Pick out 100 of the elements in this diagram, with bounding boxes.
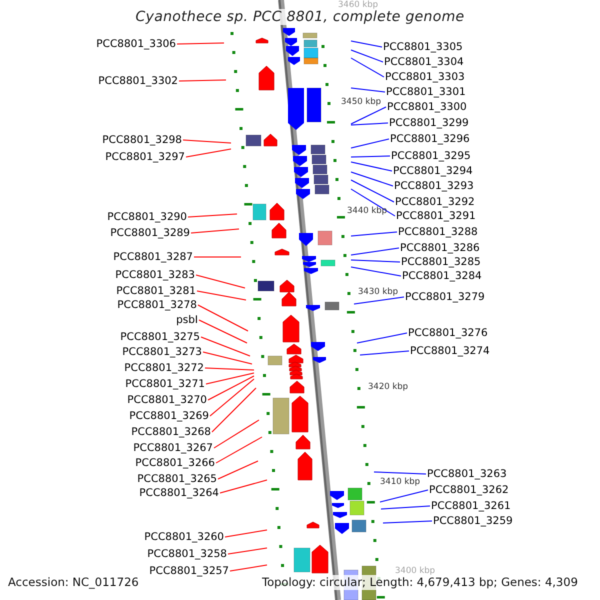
gene-label: PCC8801_3268 xyxy=(131,426,211,438)
leader-line xyxy=(350,58,384,78)
gene-label: PCC8801_3283 xyxy=(115,268,195,282)
gene-label: PCC8801_3298 xyxy=(102,134,182,146)
gene-label: PCC8801_3292 xyxy=(395,196,475,208)
leader-line xyxy=(350,172,394,186)
gene-label: PCC8801_3271 xyxy=(125,378,205,390)
gene-label: PCC8801_3291 xyxy=(396,210,476,222)
gene-label: PCC8801_3287 xyxy=(113,250,193,264)
leader-line xyxy=(350,188,396,216)
scale-label: 3460 kbp xyxy=(338,0,378,10)
leader-line xyxy=(350,122,388,126)
leader-line xyxy=(354,296,404,304)
leader-line xyxy=(350,40,382,48)
leader-line xyxy=(198,304,248,332)
gene-label: PCC8801_3288 xyxy=(398,226,478,238)
gene-label: PCC8801_3257 xyxy=(149,564,229,578)
gene-label: PCC8801_3276 xyxy=(408,326,488,340)
leader-line xyxy=(178,80,226,82)
gene-label: PCC8801_3272 xyxy=(124,362,204,374)
leader-line xyxy=(380,506,430,510)
leader-line xyxy=(212,388,256,432)
gene-label: PCC8801_3304 xyxy=(384,56,464,68)
gene-label: PCC8801_3305 xyxy=(383,40,463,54)
gene-label: PCC8801_3265 xyxy=(137,472,217,486)
gene-label: PCC8801_3262 xyxy=(429,484,509,496)
leader-line xyxy=(224,530,268,538)
gene-label: PCC8801_3263 xyxy=(427,468,507,480)
leader-line xyxy=(228,548,268,554)
gene-label: PCC8801_3279 xyxy=(405,290,485,304)
gene-label: PCC8801_3290 xyxy=(107,210,187,224)
leader-line xyxy=(194,256,242,258)
leader-line xyxy=(206,372,254,384)
gene-label: PCC8801_3273 xyxy=(122,346,202,358)
leader-line xyxy=(230,564,268,572)
gene-label: PCC8801_3284 xyxy=(402,270,482,282)
leader-line xyxy=(216,436,262,464)
leader-line xyxy=(350,138,390,148)
leader-line xyxy=(374,472,426,474)
gene-label: PCC8801_3299 xyxy=(389,116,469,130)
scale-label: 3400 kbp xyxy=(395,566,436,576)
gene-label: PCC8801_3259 xyxy=(433,514,513,528)
leader-line xyxy=(350,156,390,158)
leader-line xyxy=(350,180,394,202)
gene-label: psbI xyxy=(176,314,198,326)
gene-label: PCC8801_3261 xyxy=(431,500,511,512)
gene-label: PCC8801_3258 xyxy=(147,548,227,560)
leader-line xyxy=(350,50,384,62)
leader-line xyxy=(380,490,428,502)
leader-line xyxy=(204,368,254,370)
gene-label: PCC8801_3275 xyxy=(120,330,200,344)
gene-label: PCC8801_3269 xyxy=(129,410,209,422)
leader-line xyxy=(200,336,250,356)
leader-line xyxy=(350,260,400,262)
leader-line xyxy=(208,376,254,400)
leader-line xyxy=(196,290,246,300)
leader-line xyxy=(188,214,238,218)
gene-label: PCC8801_3303 xyxy=(385,70,465,84)
leader-line xyxy=(356,332,408,344)
leader-line xyxy=(218,460,258,480)
leader-line xyxy=(350,232,398,236)
leader-line xyxy=(186,148,232,158)
leader-line xyxy=(182,140,232,144)
leader-line xyxy=(214,420,260,448)
gene-label: PCC8801_3266 xyxy=(135,456,215,470)
gene-label: PCC8801_3264 xyxy=(139,486,219,500)
gene-label: PCC8801_3289 xyxy=(110,226,190,240)
leader-line xyxy=(350,106,386,124)
leader-line xyxy=(198,320,248,344)
leader-line xyxy=(202,352,252,364)
gene-label: PCC8801_3301 xyxy=(386,86,466,98)
leader-line xyxy=(190,228,240,234)
gene-label: PCC8801_3293 xyxy=(394,180,474,192)
leader-line xyxy=(350,248,400,256)
gene-label: PCC8801_3281 xyxy=(116,284,196,298)
gene-label: PCC8801_3300 xyxy=(387,100,467,114)
leader-line xyxy=(196,274,246,288)
scale-label: 3450 kbp xyxy=(341,97,382,107)
scale-label: 3420 kbp xyxy=(368,382,408,392)
scale-label: 3410 kbp xyxy=(380,477,420,487)
footer-text: Accession: NC_011726 xyxy=(8,575,139,590)
scale-label: 3430 kbp xyxy=(358,287,398,297)
gene-label: PCC8801_3296 xyxy=(390,132,470,146)
scale-label: 3440 kbp xyxy=(347,206,388,216)
leader-line xyxy=(350,162,392,172)
gene-label: PCC8801_3270 xyxy=(127,394,207,406)
leader-line xyxy=(220,480,268,494)
gene-label: PCC8801_3267 xyxy=(133,442,213,454)
gene-label: PCC8801_3302 xyxy=(98,74,178,88)
gene-label: PCC8801_3294 xyxy=(393,164,473,178)
leader-line xyxy=(176,42,224,44)
gene-label: PCC8801_3286 xyxy=(400,242,480,254)
leader-line xyxy=(382,520,432,524)
leader-line xyxy=(350,266,402,276)
gene-label: PCC8801_3274 xyxy=(410,344,490,358)
leader-line xyxy=(210,378,254,416)
gene-label: PCC8801_3278 xyxy=(117,298,197,312)
gene-label: PCC8801_3306 xyxy=(96,38,176,50)
gene-label: PCC8801_3285 xyxy=(401,256,481,268)
leader-line xyxy=(350,88,386,92)
